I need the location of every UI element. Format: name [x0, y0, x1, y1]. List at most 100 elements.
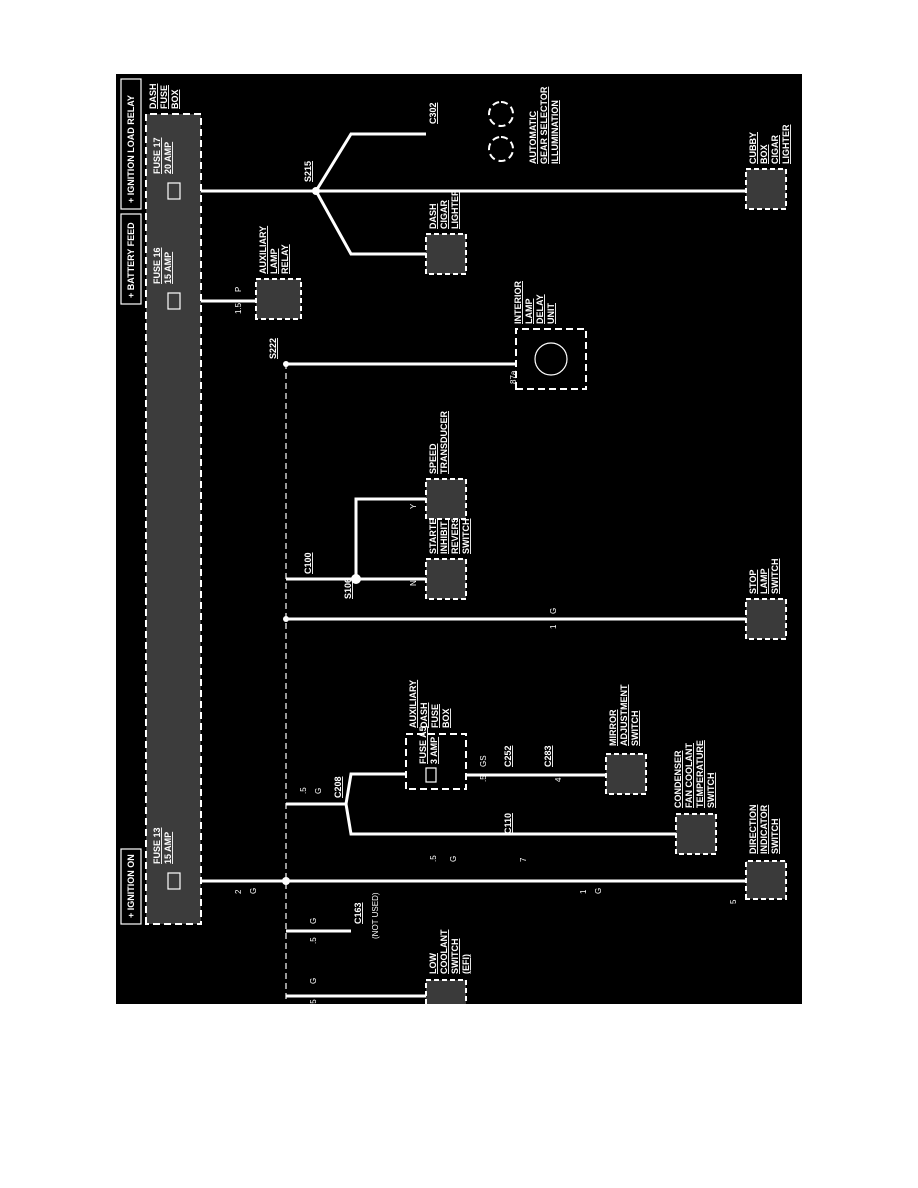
dash-cigar-lighter-wire [314, 190, 426, 256]
svg-text:BOX: BOX [759, 144, 769, 164]
fuse-a5-icon [425, 767, 437, 783]
svg-text:G: G [309, 918, 318, 924]
dash-fuse-box-label-2: FUSE [159, 85, 169, 109]
starter-inhibit-reverse-switch [425, 558, 467, 600]
svg-text:SWITCH: SWITCH [630, 711, 640, 747]
gear-selector-wire [314, 132, 426, 192]
svg-text:G: G [594, 888, 603, 894]
direction-indicator-label-1: DIRECTION [748, 805, 758, 855]
svg-text:2: 2 [234, 889, 243, 894]
svg-text:5: 5 [729, 899, 738, 904]
svg-text:CIGAR: CIGAR [439, 200, 449, 230]
svg-text:G: G [249, 888, 258, 894]
battery-feed-label: + BATTERY FEED [126, 222, 136, 298]
fuse-13-label: FUSE 13 [152, 827, 162, 864]
dash-cigar-lighter [425, 233, 467, 275]
gear-selector-label-1: AUTOMATIC [528, 110, 538, 164]
battery-feed-header-box [120, 213, 142, 305]
svg-text:BOX: BOX [441, 708, 451, 728]
svg-text:GEAR SELECTOR: GEAR SELECTOR [539, 86, 549, 164]
auxiliary-lamp-relay [255, 278, 302, 320]
speed-transducer-label-1: SPEED [428, 443, 438, 474]
c163-label: C163 [353, 902, 363, 924]
svg-text:DASH: DASH [419, 702, 429, 728]
c283-label: C283 [543, 745, 553, 767]
svg-text:REVERSE: REVERSE [450, 511, 460, 554]
fuse-17-label: FUSE 17 [152, 137, 162, 174]
interior-lamp-delay-unit [515, 328, 587, 390]
c100-label: C100 [303, 552, 313, 574]
ignition-load-relay-header-box [120, 78, 142, 210]
svg-text:87a: 87a [509, 370, 518, 384]
stop-lamp-label-1: STOP [748, 570, 758, 594]
svg-text:INDICATOR: INDICATOR [759, 804, 769, 854]
cubby-label-1: CUBBY [748, 132, 758, 164]
gear-selector-bulb-1-icon [488, 136, 514, 162]
condenser-fan-coolant-temperature-switch [675, 813, 717, 855]
svg-text:LIGHTER: LIGHTER [781, 124, 791, 164]
svg-text:P: P [234, 287, 243, 292]
dash-fuse-box-fill [146, 114, 201, 924]
svg-text:UNIT: UNIT [546, 303, 556, 324]
wiring-diagram: + IGNITION ON + BATTERY FEED + IGNITION … [120, 78, 791, 1004]
fuse-16-icon [167, 292, 181, 310]
svg-text:SWITCH: SWITCH [450, 939, 460, 975]
svg-text:TEMPERATURE: TEMPERATURE [695, 740, 705, 808]
svg-text:N: N [409, 580, 418, 586]
aux-fuse-box-wire [344, 772, 406, 805]
ignition-on-label: + IGNITION ON [126, 854, 136, 918]
s222-label: S222 [268, 338, 278, 359]
speed-transducer-wire [354, 497, 426, 579]
svg-text:.5: .5 [299, 787, 308, 794]
svg-text:1: 1 [549, 624, 558, 629]
svg-text:TRANSDUCER: TRANSDUCER [439, 410, 449, 474]
c302-label: C302 [428, 102, 438, 124]
aux-lamp-relay-label-1: AUXILIARY [258, 226, 268, 274]
condenser-label-1: CONDENSER [673, 750, 683, 808]
svg-text:ILLUMINATION: ILLUMINATION [550, 100, 560, 164]
svg-text:LAMP: LAMP [524, 299, 534, 325]
svg-text:Y: Y [409, 503, 418, 509]
svg-text:GS: GS [479, 755, 488, 767]
dash-cigar-lighter-label-1: DASH [428, 203, 438, 229]
fuse-13-icon [167, 872, 181, 890]
svg-text:.5: .5 [429, 855, 438, 862]
mirror-adjustment-switch [605, 753, 647, 795]
s106-label: S106 [343, 578, 353, 599]
fuse-a5-rating: 3 AMP [429, 737, 439, 764]
svg-text:SWITCH: SWITCH [461, 519, 471, 555]
svg-text:.5: .5 [309, 937, 318, 944]
svg-text:(EFI): (EFI) [461, 954, 471, 974]
dash-fuse-box-label-1: DASH [148, 83, 158, 109]
aux-dash-fuse-box-label-1: AUXILIARY [408, 680, 418, 728]
svg-text:G: G [449, 856, 458, 862]
low-coolant-label-1: LOW [428, 953, 438, 974]
wiring-diagram-panel: + IGNITION ON + BATTERY FEED + IGNITION … [116, 74, 802, 1004]
svg-text:DELAY: DELAY [535, 294, 545, 324]
condenser-fan-wire [344, 803, 676, 836]
svg-text:G: G [314, 788, 323, 794]
svg-text:SWITCH: SWITCH [706, 773, 716, 809]
low-coolant-switch [425, 979, 467, 1004]
svg-text:RELAY: RELAY [280, 244, 290, 274]
svg-text:INHIBIT /: INHIBIT / [439, 516, 449, 554]
fuse-13-splice [282, 877, 290, 885]
svg-text:COOLANT: COOLANT [439, 929, 449, 974]
speed-transducer [425, 478, 467, 520]
mirror-label-1: MIRROR [608, 709, 618, 746]
svg-text:1: 1 [579, 889, 588, 894]
fuse-16-label: FUSE 16 [152, 247, 162, 284]
svg-text:LAMP: LAMP [269, 249, 279, 275]
auxiliary-dash-fuse-box [405, 733, 467, 790]
svg-text:FUSE: FUSE [430, 704, 440, 728]
svg-text:LAMP: LAMP [759, 569, 769, 595]
c208-label: C208 [333, 776, 343, 798]
stop-lamp-switch [745, 598, 787, 640]
svg-text:4: 4 [554, 777, 563, 782]
svg-text:G: G [549, 608, 558, 614]
c252-label: C252 [503, 745, 513, 767]
svg-text:.5: .5 [479, 775, 488, 782]
svg-text:7: 7 [519, 857, 528, 862]
direction-indicator-switch [745, 860, 787, 900]
svg-text:SWITCH: SWITCH [770, 819, 780, 855]
